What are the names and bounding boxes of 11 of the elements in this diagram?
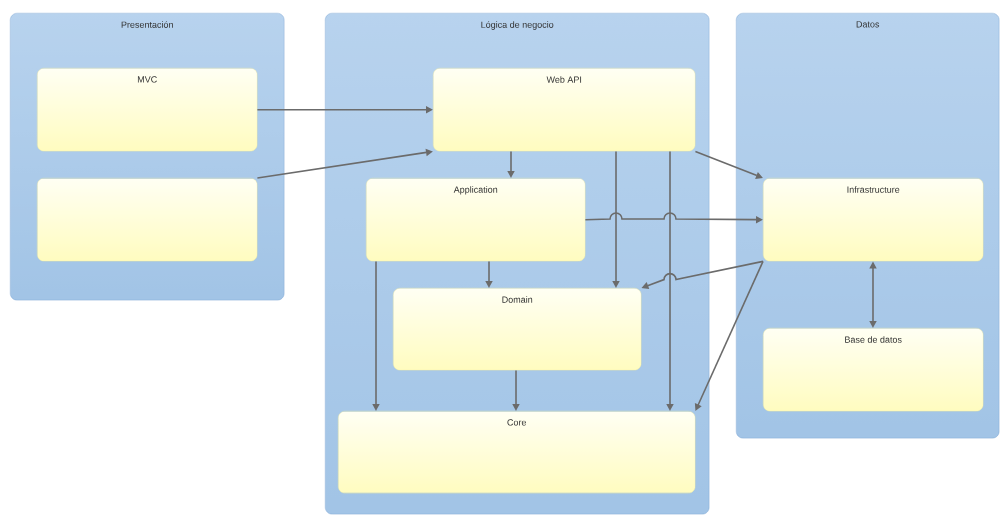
component-box: Core (338, 411, 696, 494)
arrow (256, 148, 433, 179)
component-box: Infrastructure (763, 178, 984, 262)
component-box: Base de datos (763, 328, 984, 412)
arrow (694, 260, 764, 411)
component-box: Domain (393, 288, 642, 371)
arrow (694, 150, 763, 179)
component-box: Web API (433, 68, 696, 152)
component-box: Application (366, 178, 586, 262)
component-box: MVC (37, 68, 258, 152)
component-box (37, 178, 258, 262)
